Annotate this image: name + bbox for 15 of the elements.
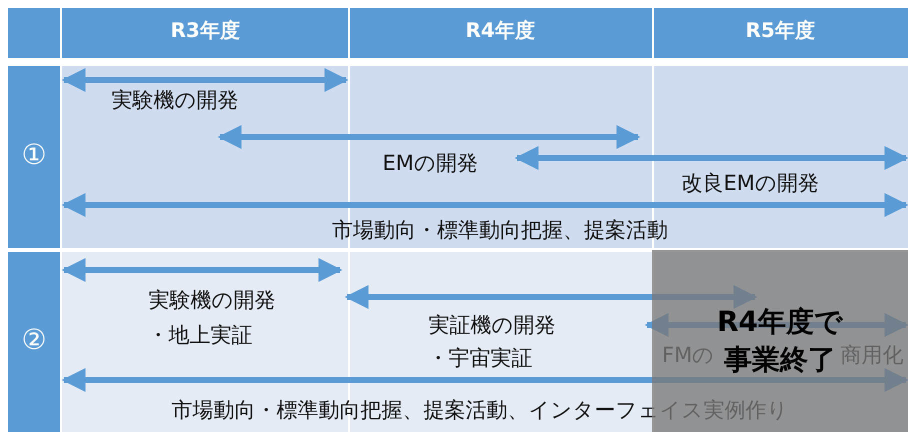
row-number: ②	[22, 325, 47, 355]
task-label: 実験機の開発	[148, 287, 276, 314]
column-header: R5年度	[746, 17, 815, 44]
notice-text: R4年度で	[716, 304, 844, 340]
task-label: ・地上実証	[148, 322, 252, 349]
notice-text: 事業終了	[724, 342, 836, 378]
row-number: ①	[22, 140, 47, 170]
task-label: 実験機の開発	[112, 87, 238, 114]
task-label: 市場動向・標準動向把握、提案活動	[332, 217, 668, 244]
task-label: EMの開発	[382, 150, 478, 177]
task-label: 改良EMの開発	[682, 170, 819, 197]
column-header: R3年度	[170, 17, 240, 44]
column-header: R4年度	[466, 17, 535, 44]
task-label: 実証機の開発	[428, 312, 556, 339]
task-label: ・宇宙実証	[428, 345, 532, 372]
